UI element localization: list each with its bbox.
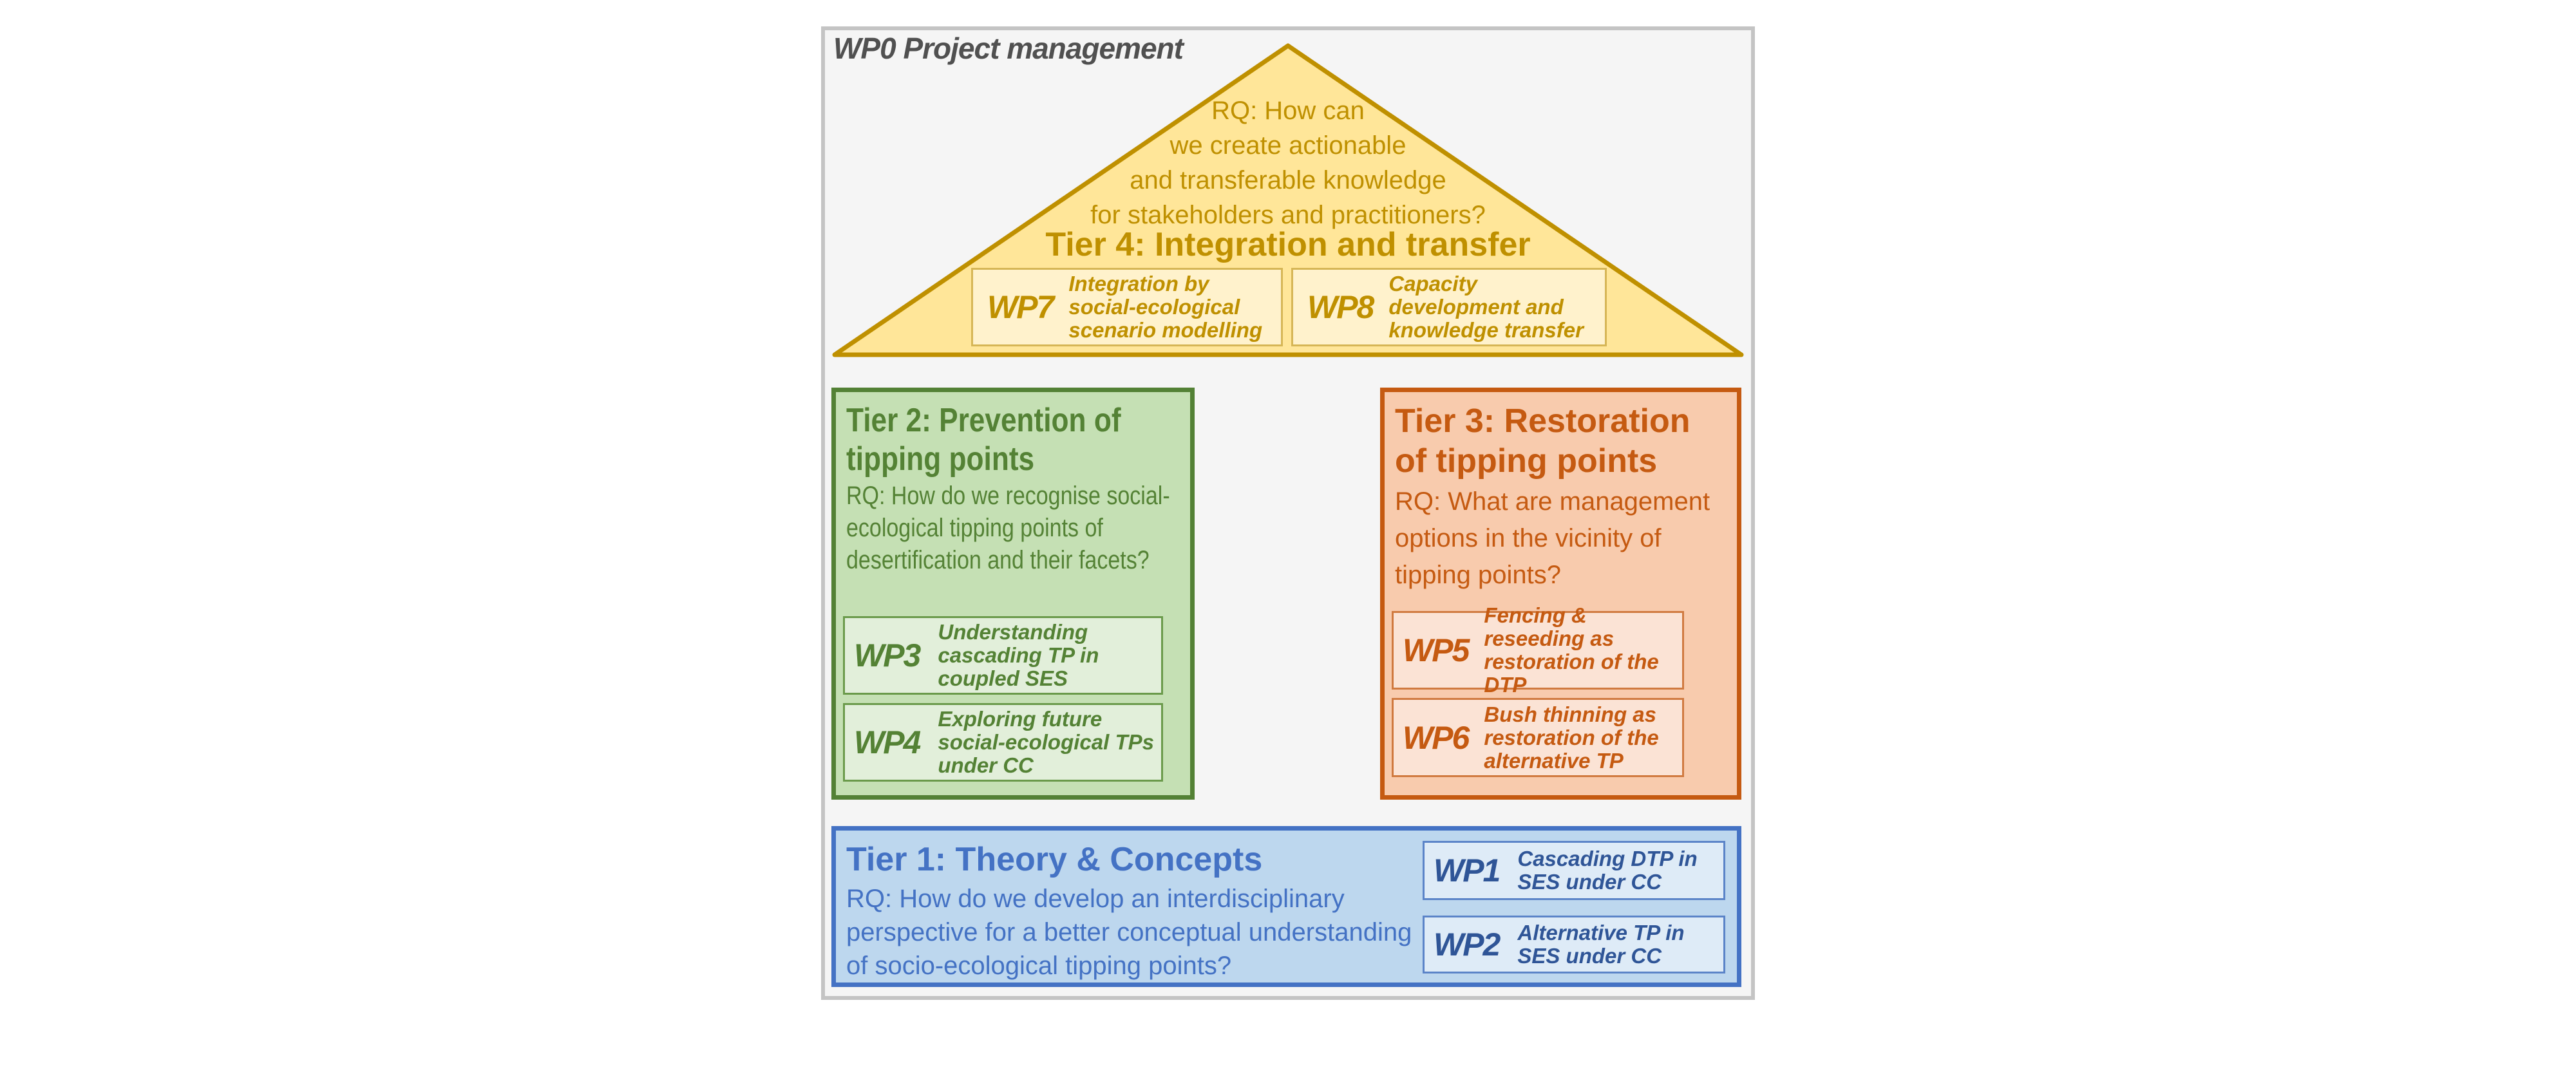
- wp-code: WP1: [1434, 852, 1501, 889]
- wp2-box: WP2 Alternative TP in SES under CC: [1423, 916, 1725, 973]
- wp4-box: WP4 Exploring future social-ecological T…: [843, 703, 1163, 782]
- rq-line: we create actionable: [1170, 131, 1406, 160]
- tier4-research-question: RQ: How can we create actionable and tra…: [966, 93, 1610, 232]
- tier3-research-question: RQ: What are management options in the v…: [1395, 487, 1710, 589]
- wp5-box: WP5 Fencing & reseeding as restoration o…: [1392, 604, 1684, 697]
- wp0-label: WP0 Project management: [833, 32, 1184, 65]
- wp-description: Understanding cascading TP in coupled SE…: [938, 620, 1099, 690]
- wp1-box: WP1 Cascading DTP in SES under CC: [1423, 841, 1725, 900]
- wp-code: WP4: [854, 724, 921, 760]
- wp-description: Cascading DTP in SES under CC: [1517, 847, 1698, 894]
- wp-code: WP7: [987, 289, 1054, 325]
- rq-line: and transferable knowledge: [1130, 166, 1446, 194]
- wp-code: WP8: [1307, 289, 1374, 325]
- tier3-title: Tier 3: Restoration of tipping points: [1395, 402, 1690, 480]
- wp-description: Integration by social-ecological scenari…: [1068, 272, 1263, 342]
- wp-code: WP5: [1403, 632, 1470, 668]
- wp-description: Capacity development and knowledge trans…: [1388, 272, 1584, 342]
- wp3-box: WP3 Understanding cascading TP in couple…: [843, 616, 1163, 695]
- tier4-title: Tier 4: Integration and transfer: [1045, 226, 1531, 263]
- wp6-box: WP6 Bush thinning as restoration of the …: [1392, 698, 1684, 777]
- wp-description: Bush thinning as restoration of the alte…: [1484, 702, 1659, 773]
- wp-code: WP2: [1434, 926, 1501, 963]
- wp-description: Exploring future social-ecological TPs u…: [938, 707, 1154, 777]
- tier2-title: Tier 2: Prevention of tipping points: [846, 402, 1121, 478]
- tier1-research-question: RQ: How do we develop an interdisciplina…: [846, 885, 1412, 980]
- wp-description: Fencing & reseeding as restoration of th…: [1484, 603, 1659, 697]
- wp-code: WP3: [854, 637, 921, 673]
- tier1-title: Tier 1: Theory & Concepts: [846, 841, 1263, 878]
- rq-line: RQ: How can: [1211, 97, 1365, 125]
- wp-description: Alternative TP in SES under CC: [1517, 921, 1685, 968]
- tier2-research-question: RQ: How do we recognise social-ecologica…: [846, 482, 1170, 574]
- rq-line: for stakeholders and practitioners?: [1090, 201, 1486, 229]
- wp7-box: WP7 Integration by social-ecological sce…: [971, 268, 1283, 346]
- wp-code: WP6: [1403, 719, 1470, 756]
- wp8-box: WP8 Capacity development and knowledge t…: [1291, 268, 1607, 346]
- tier2-text-block: Tier 2: Prevention of tipping points RQ:…: [846, 401, 1180, 576]
